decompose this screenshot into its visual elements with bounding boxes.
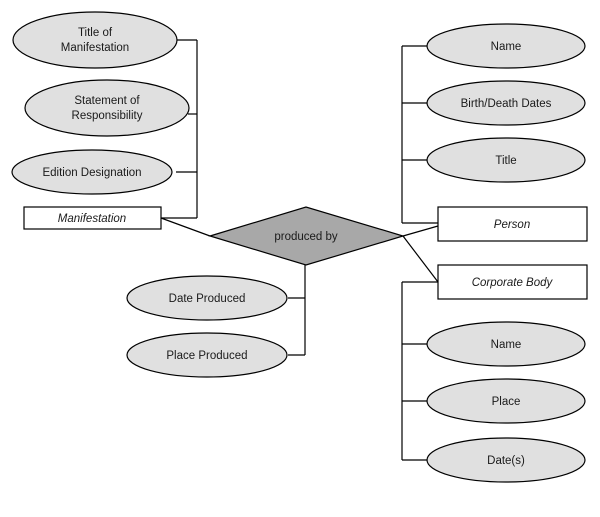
attribute-label: Responsibility [72, 110, 143, 122]
entity-corporate-body: Corporate Body [437, 264, 588, 300]
attribute-label: Title of [78, 27, 113, 39]
attribute-label: Birth/Death Dates [461, 98, 552, 110]
attribute-label: Place [492, 396, 521, 408]
attribute-corporate-place: Place [426, 378, 586, 424]
attribute-place-produced: Place Produced [126, 332, 288, 378]
attribute-label: Manifestation [61, 42, 129, 54]
relationship-produced-by: produced by [207, 206, 406, 266]
entity-manifestation: Manifestation [23, 206, 162, 230]
connector-line [402, 225, 439, 237]
attribute-edition-designation: Edition Designation [11, 149, 173, 195]
connector-line [402, 235, 439, 283]
attribute-person-name: Name [426, 23, 586, 69]
attribute-person-birth-death-dates: Birth/Death Dates [426, 80, 586, 126]
connector-line [160, 217, 211, 237]
attribute-label: Title [495, 155, 516, 167]
relationship-label: produced by [274, 231, 338, 243]
attribute-person-title: Title [426, 137, 586, 183]
attribute-title-of-manifestation: Title of Manifestation [12, 11, 178, 69]
attribute-label: Place Produced [166, 350, 247, 362]
attribute-label: Edition Designation [42, 167, 141, 179]
attribute-label: Statement of [74, 95, 140, 107]
entity-label: Person [494, 219, 530, 231]
attribute-statement-of-responsibility: Statement of Responsibility [24, 79, 190, 137]
entity-label: Corporate Body [472, 277, 554, 289]
attribute-date-produced: Date Produced [126, 275, 288, 321]
attribute-label: Name [491, 41, 522, 53]
entity-label: Manifestation [58, 213, 126, 225]
attribute-label: Name [491, 339, 522, 351]
attribute-corporate-name: Name [426, 321, 586, 367]
attribute-label: Date(s) [487, 455, 525, 467]
attribute-corporate-dates: Date(s) [426, 437, 586, 483]
attribute-label: Date Produced [169, 293, 246, 305]
entity-person: Person [437, 206, 588, 242]
